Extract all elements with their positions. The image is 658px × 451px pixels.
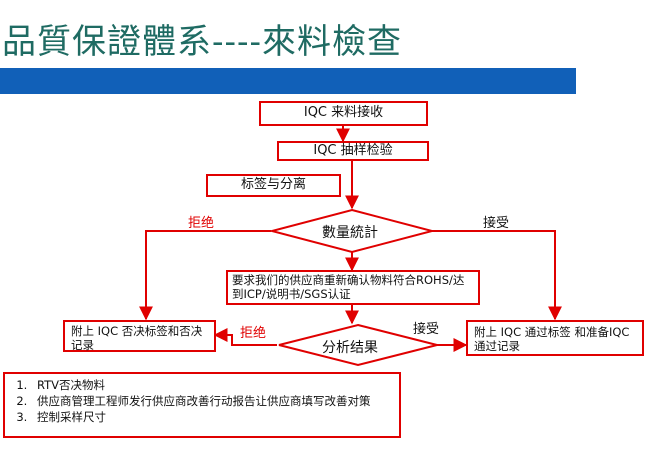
notes-box: RTV否决物料 供应商管理工程师发行供应商改善行动报告让供应商填写改善对策 控制…: [3, 372, 401, 438]
step-iqc-sample: IQC 抽样检验: [277, 141, 429, 161]
notes-list: RTV否决物料 供应商管理工程师发行供应商改善行动报告让供应商填写改善对策 控制…: [5, 377, 399, 425]
arrow-count-reject: [139, 230, 271, 321]
accept-label-2: 接受: [413, 322, 440, 337]
decision-count-shape: [268, 208, 436, 254]
arrow-analyze-reject: [213, 328, 277, 346]
reject-label-2: 拒绝: [240, 326, 267, 341]
reject-label-1: 拒绝: [188, 216, 215, 231]
step-iqc-receive: IQC 来料接收: [259, 101, 428, 126]
decision-analyze-shape: [278, 323, 438, 367]
arrow-count-accept: [432, 230, 562, 321]
notes-item: RTV否决物料: [31, 377, 399, 393]
box-iqc-accept: 附上 IQC 通过标签 和准备IQC 通过记录: [466, 320, 644, 356]
step-rohs-confirm: 要求我们的供应商重新确认物料符合ROHS/达到ICP/说明书/SGS认证: [226, 270, 480, 305]
decision-analyze-label: 分析结果: [322, 340, 378, 356]
notes-item: 供应商管理工程师发行供应商改善行动报告让供应商填写改善对策: [31, 393, 399, 409]
page-title: 品質保證體系----來料檢查: [2, 22, 402, 62]
step-label-separate: 标签与分离: [206, 174, 341, 197]
box-iqc-reject: 附上 IQC 否决标签和否决记录: [63, 320, 216, 352]
notes-item: 控制采样尺寸: [31, 409, 399, 425]
accept-label-1: 接受: [483, 216, 510, 231]
title-band: [0, 68, 576, 94]
decision-count-label: 數量統計: [322, 225, 378, 241]
